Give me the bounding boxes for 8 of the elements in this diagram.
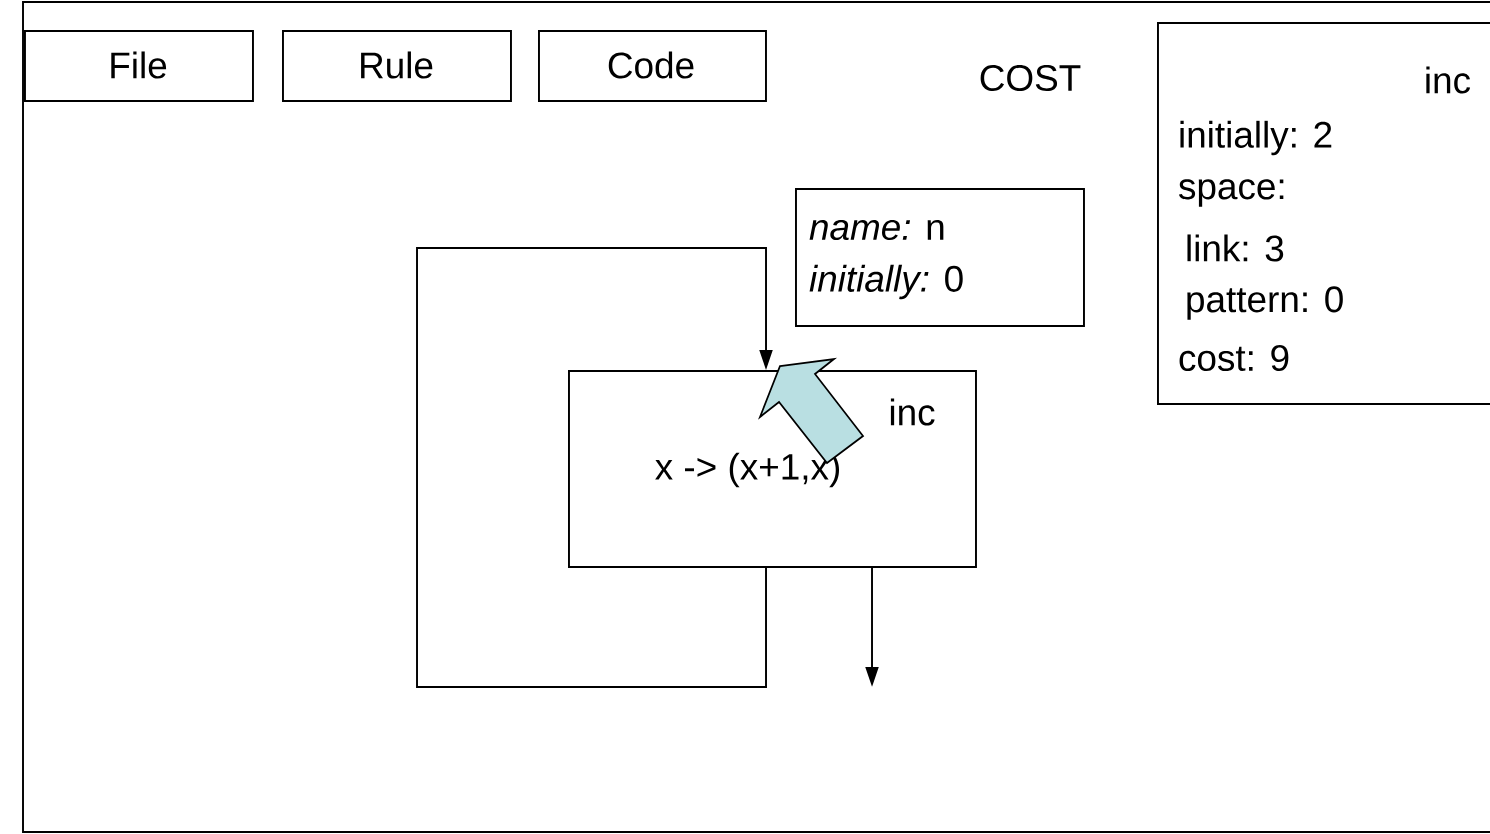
menu-button: File [24, 30, 254, 102]
panel-title: COST [980, 64, 1081, 92]
arrow [416, 247, 773, 688]
menu-button: Rule [282, 30, 512, 102]
menu-button: Code [538, 30, 767, 102]
variable-box: name: n initially: 0 [795, 188, 1085, 327]
function-box: inc x -> (x+1,x) [568, 370, 977, 568]
info-panel: inc initially: 2 space: link: 3 pattern: 0 cost: 9 [1157, 22, 1490, 405]
